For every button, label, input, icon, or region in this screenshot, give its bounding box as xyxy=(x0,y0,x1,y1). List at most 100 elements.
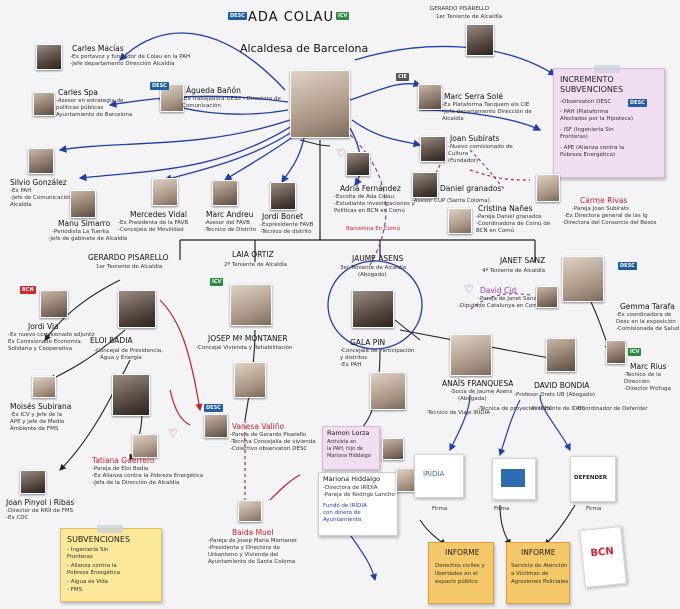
idhc-logo xyxy=(492,458,536,500)
gala-pin-role-2: y distritos xyxy=(340,355,368,361)
gerardo-pisarello-role: 1er Teniente de Alcaldía xyxy=(96,264,163,270)
marc-rius-role: -Técnico de la xyxy=(624,372,661,378)
mercedes-vidal-role: -Ex Presidenta de la FAVB xyxy=(118,220,189,226)
desc-logo-badge: DESC xyxy=(204,404,223,412)
desc-logo-badge: DESC xyxy=(618,262,637,270)
mercedes-vidal-name: Mercedes Vidal xyxy=(130,210,187,219)
carles-spa-name: Carles Spa xyxy=(58,88,99,97)
gemma-tarafa-role-2: Desc en la exposición xyxy=(616,319,676,325)
ramon-note-line-1: Activista en xyxy=(327,439,357,445)
marc-rius-name: Marc Rius xyxy=(630,362,667,371)
marc-andreu-role-2: -Técnico de Distrito xyxy=(204,227,257,233)
tatiana-guerrero-photo xyxy=(132,434,158,458)
informe-1-line-1: Derechos civiles y xyxy=(435,563,485,569)
heart-icon: ♡ xyxy=(464,283,474,296)
adria-fernandez-role-2: -Estudiante investigaciones y xyxy=(334,201,415,207)
gemma-tarafa-name: Gemma Tarafa xyxy=(620,302,675,311)
jordi-via-role: -Ex nuevo comisionado adjunto xyxy=(8,332,95,338)
jaume-asens-role-2: (Abogado) xyxy=(358,272,387,278)
mariona-note-line-2: con dinero de xyxy=(323,510,361,516)
incremento-line-6: - APE (Alianza contra la xyxy=(560,145,625,151)
daniel-granados-role: -Asesor CUP (Santa Coloma) xyxy=(412,198,490,204)
eloi-badia-role: -Concejal de Presidencia, xyxy=(94,348,164,354)
david-bondia-photo xyxy=(546,338,576,372)
gerardo-pisarello-name: GERARDO PISARELLO xyxy=(88,253,169,262)
mariona-note-line-3: Ayuntamiento xyxy=(323,517,362,523)
joan-pinyol-role: -Director de RRII de FMS xyxy=(6,508,74,514)
gala-pin-role-3: -Ex PAH xyxy=(340,362,362,368)
agueda-banon-name: Águeda Bañón xyxy=(186,86,241,95)
carme-rivas-role-3: -Directora del Consorcio del Besòs xyxy=(562,220,657,226)
carles-macias-role-2: -Jefe departamento Dirección Alcaldía xyxy=(70,61,175,67)
gerardo-pisarello-photo xyxy=(118,290,156,328)
anais-franquesa-name: ANAÏS FRANQUESA xyxy=(442,379,514,388)
cristina-nanes-role-3: BCN en Comú xyxy=(476,228,515,234)
david-bondia-role: -Profesor Drets UB (Abogado) xyxy=(514,392,595,398)
moises-subirana-name: Moisés Subirana xyxy=(10,402,72,411)
gerardo-top-photo xyxy=(466,24,494,56)
marc-serra-name: Marc Serra Solé xyxy=(444,92,503,101)
informe-2-line-1: Servicio de Atención xyxy=(511,563,568,569)
subvenciones-line-1: - Ingeniería Sin xyxy=(67,547,109,553)
agueda-banon-role-2: Comunicación xyxy=(182,103,221,109)
joan-subirats-role-2: Cultura xyxy=(448,151,469,157)
tatiana-guerrero-role-3: -Jefa de la Dirección de Alcaldía xyxy=(92,480,180,486)
laia-ortiz-name: LAIA ORTIZ xyxy=(232,250,274,259)
tatiana-guerrero-name: Tatiana Guerrero xyxy=(92,456,155,465)
daniel-granados-name: Daniel granados xyxy=(440,184,502,193)
joan-pinyol-photo xyxy=(20,470,46,494)
laia-ortiz-role: 2ª Teniente de Alcaldía xyxy=(224,262,288,268)
ramon-note-line-2: la PAH, hijo de xyxy=(327,446,363,452)
carme-rivas-name: Carme Rivas xyxy=(580,196,628,205)
bcn-card: BCN xyxy=(579,525,627,589)
carme-rivas-role-2: -Ex Directora general de las Ig xyxy=(564,213,648,219)
heart-icon: ♡ xyxy=(168,427,178,440)
tecnico-viaje-label: -Técnico de Viaje IRÍDIA xyxy=(426,410,490,416)
janet-sanz-photo xyxy=(562,256,604,302)
adria-fernandez-photo xyxy=(346,152,370,176)
bcn-en-comu-logo: Barcelona En Comú xyxy=(346,226,400,232)
jordi-bonet-role: -Expresidente FAVB xyxy=(260,222,314,228)
jordi-bonet-name: Jordi Bonet xyxy=(262,212,304,221)
main-title-role: Alcaldesa de Barcelona xyxy=(240,42,369,55)
agueda-banon-photo xyxy=(160,84,184,112)
informe-2-line-3: Agresiones Policiales xyxy=(511,579,569,585)
marc-serra-photo xyxy=(418,84,442,110)
incremento-title: INCREMENTO xyxy=(560,75,614,84)
mercedes-vidal-role-2: -Concejala de Movilidad xyxy=(118,227,184,233)
tatiana-guerrero-role-2: -Ex Alianza contra la Pobreza Energética xyxy=(92,473,204,479)
icv-logo-badge: ICV xyxy=(210,278,224,286)
mariona-note-line-1: Fundó de IRÍDIA xyxy=(323,503,367,509)
informe-1-line-3: espacio público xyxy=(435,579,478,585)
baida-muel-role-4: Ayuntamiento de Santa Coloma xyxy=(208,559,296,565)
cristina-nanes-name: Cristina Nañes xyxy=(478,204,533,213)
moises-subirana-role-3: Ambiente de FMS xyxy=(10,426,59,432)
ramon-lorza-note: Ramon Lorza Activista en la PAH, hijo de… xyxy=(322,426,380,470)
agueda-banon-role: -Ex trabajadora DESC - Directora de xyxy=(182,96,281,102)
baida-muel-role: -Pareja de Josep María Montaner xyxy=(208,538,297,544)
baida-muel-role-3: Urbanismo y Vivienda del xyxy=(208,552,279,558)
subvenciones-title: SUBVENCIONES xyxy=(67,535,131,544)
ramon-lorza-photo xyxy=(382,438,404,460)
main-title-name: ADA COLAU xyxy=(248,10,334,25)
vanesa-valino-role: -Pareja de Gerardo Pisarello xyxy=(230,432,307,438)
moises-subirana-role: -Ex ICV y Jefe de la xyxy=(10,412,63,418)
mariona-hiddalgo-role-2: -Pareja de Rodrigo Lancho xyxy=(323,492,395,498)
joan-pinyol-role-2: -Ex CDC xyxy=(6,515,29,521)
informe-1-line-2: libertades en el xyxy=(435,571,478,577)
eloi-badia-photo xyxy=(112,374,150,416)
incremento-line-7: Pobreza Energética) xyxy=(560,152,616,158)
david-cid-name: David Cid xyxy=(480,286,517,295)
adria-fernandez-name: Adriá Fernández xyxy=(340,184,401,193)
iridia-logo: IRÍDIA xyxy=(414,454,464,498)
desc-logo-badge: DESC xyxy=(628,99,647,107)
subvenciones-line-6: - FMS xyxy=(67,587,83,593)
cie-logo-badge: CIE xyxy=(396,73,409,81)
moises-subirana-role-2: APE y jefe de Medio xyxy=(10,419,65,425)
desc-logo-badge: DESC xyxy=(150,82,169,90)
subvenciones-note: SUBVENCIONES - Ingeniería Sin Fronteras … xyxy=(60,525,162,602)
defender-logo-text: DEFENDER xyxy=(574,475,607,481)
informe-note-2: INFORME Servicio de Atención a Víctimas … xyxy=(506,542,570,604)
jordi-bonet-role-2: -Técnico de distrito xyxy=(260,229,312,235)
